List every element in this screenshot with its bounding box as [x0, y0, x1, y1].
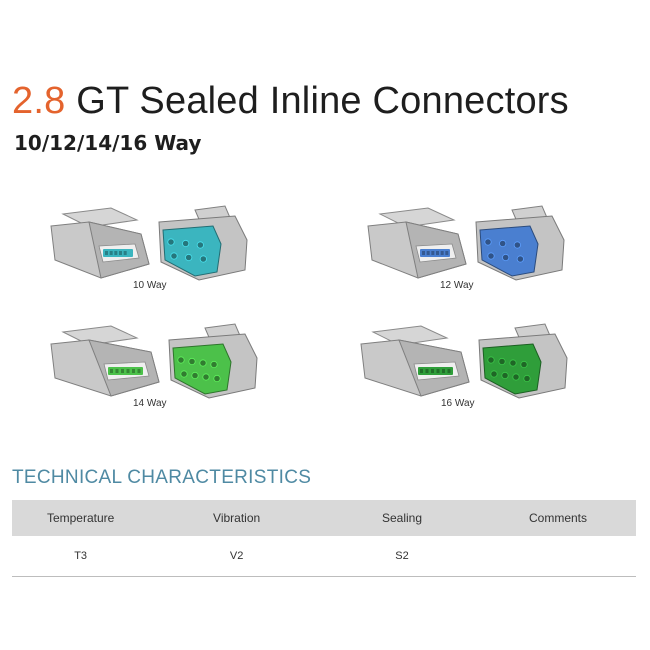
cell-sealing: S2 — [323, 536, 480, 577]
connector-label: 16 Way — [441, 398, 475, 409]
plug-housing — [50, 207, 150, 279]
connector-label: 10 Way — [133, 280, 167, 291]
connector-label: 14 Way — [133, 398, 167, 409]
section-heading: TECHNICAL CHARACTERISTICS — [12, 467, 312, 488]
technical-characteristics-table: Temperature Vibration Sealing Comments T… — [12, 500, 636, 577]
connector-pair-illustration — [50, 323, 258, 399]
page-subtitle: 10/12/14/16 Way — [14, 131, 202, 155]
header-comments: Comments — [479, 500, 636, 536]
connector-label: 12 Way — [440, 280, 474, 291]
cell-vibration: V2 — [149, 536, 324, 577]
connector-pair-illustration — [367, 205, 565, 281]
receptacle-housing — [168, 323, 258, 399]
connector-10-way: 10 Way — [45, 200, 255, 300]
connector-14-way: 14 Way — [45, 318, 265, 418]
receptacle-housing — [478, 323, 568, 399]
header-vibration: Vibration — [149, 500, 324, 536]
plug-housing — [50, 325, 160, 397]
title-text: GT Sealed Inline Connectors — [65, 80, 569, 122]
header-temperature: Temperature — [12, 500, 150, 536]
connector-12-way: 12 Way — [362, 200, 572, 300]
page-title: 2.8 GT Sealed Inline Connectors — [12, 80, 569, 123]
table-header-row: Temperature Vibration Sealing Comments — [12, 500, 636, 536]
receptacle-housing — [158, 205, 248, 281]
cell-comments — [479, 536, 636, 577]
connector-pair-illustration — [360, 323, 568, 399]
title-accent: 2.8 — [12, 80, 66, 122]
connector-pair-illustration — [50, 205, 248, 281]
plug-housing — [360, 325, 470, 397]
table-row: T3 V2 S2 — [12, 536, 636, 577]
receptacle-housing — [475, 205, 565, 281]
plug-housing — [367, 207, 467, 279]
connector-16-way: 16 Way — [355, 318, 575, 418]
header-sealing: Sealing — [323, 500, 480, 536]
cell-temperature: T3 — [12, 536, 150, 577]
